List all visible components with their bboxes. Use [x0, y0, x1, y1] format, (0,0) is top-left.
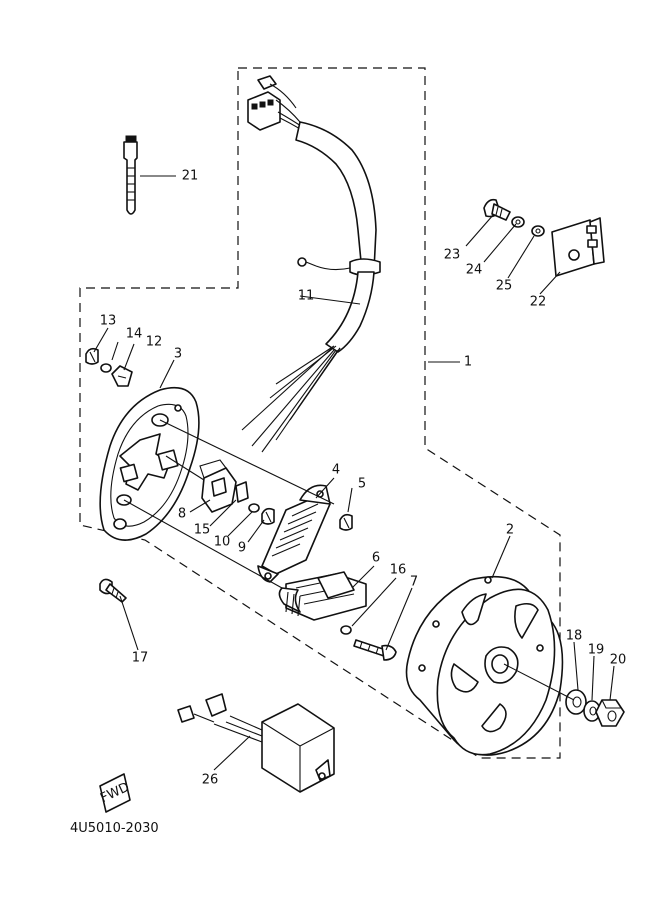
- charge-coil: [278, 571, 367, 621]
- pickup-coil: [199, 459, 237, 513]
- callout-10: 10: [214, 535, 231, 550]
- rotor-washer: [565, 689, 587, 715]
- callout-6: 6: [372, 551, 380, 566]
- assembly-alignment-lines: [123, 419, 575, 701]
- callout-15: 15: [194, 523, 211, 538]
- wire-harness: [241, 75, 381, 453]
- source-coil: [257, 484, 331, 583]
- leader-lines: [93, 175, 615, 771]
- wire-clamp: [111, 365, 133, 387]
- diagram-code: 4U5010-2030: [70, 821, 159, 836]
- callout-13: 13: [100, 314, 117, 329]
- callout-2: 2: [506, 523, 514, 538]
- callout-7: 7: [410, 575, 418, 590]
- coil-bolt: [353, 639, 397, 661]
- callout-19: 19: [588, 643, 605, 658]
- callout-17: 17: [132, 651, 149, 666]
- spring-washer: [511, 216, 525, 228]
- callout-22: 22: [530, 295, 547, 310]
- callout-5: 5: [358, 477, 366, 492]
- callout-12: 12: [146, 335, 163, 350]
- callout-20: 20: [610, 653, 627, 668]
- callout-16: 16: [390, 563, 407, 578]
- cable-tie: [123, 135, 138, 215]
- fwd-direction-mark: FWD: [98, 773, 132, 813]
- rotor-nut: [595, 699, 625, 727]
- rectifier-regulator: [551, 217, 605, 277]
- callout-9: 9: [238, 541, 246, 556]
- callout-23: 23: [444, 248, 461, 263]
- clamp-screw: [85, 347, 99, 365]
- callout-3: 3: [174, 347, 182, 362]
- pickup-washer: [248, 503, 260, 513]
- callout-24: 24: [466, 263, 483, 278]
- callout-18: 18: [566, 629, 583, 644]
- cdi-unit: [177, 693, 335, 793]
- coil-washer: [340, 625, 352, 635]
- flywheel-rotor: [405, 575, 564, 756]
- plain-washer: [531, 225, 545, 237]
- clamp-washer: [100, 363, 112, 373]
- pickup-spacer: [235, 481, 249, 503]
- rectifier-bolt: [483, 198, 511, 221]
- pickup-screw: [261, 507, 275, 525]
- callout-8: 8: [178, 507, 186, 522]
- base-plate-screw: [99, 578, 127, 603]
- callout-11: 11: [298, 289, 315, 304]
- callout-labels: 1 2 3 4 5 6 7 8 9 10 11 12 13 14 15 16 1…: [100, 169, 627, 788]
- callout-25: 25: [496, 279, 513, 294]
- rotor-lock-washer: [583, 700, 601, 722]
- callout-1: 1: [464, 355, 472, 370]
- callout-4: 4: [332, 463, 340, 478]
- callout-26: 26: [202, 773, 219, 788]
- coil-screw: [339, 513, 353, 531]
- stator-base-plate: [99, 386, 200, 541]
- callout-21: 21: [182, 169, 199, 184]
- callout-14: 14: [126, 327, 143, 342]
- assembly-group-boundary: [79, 67, 561, 759]
